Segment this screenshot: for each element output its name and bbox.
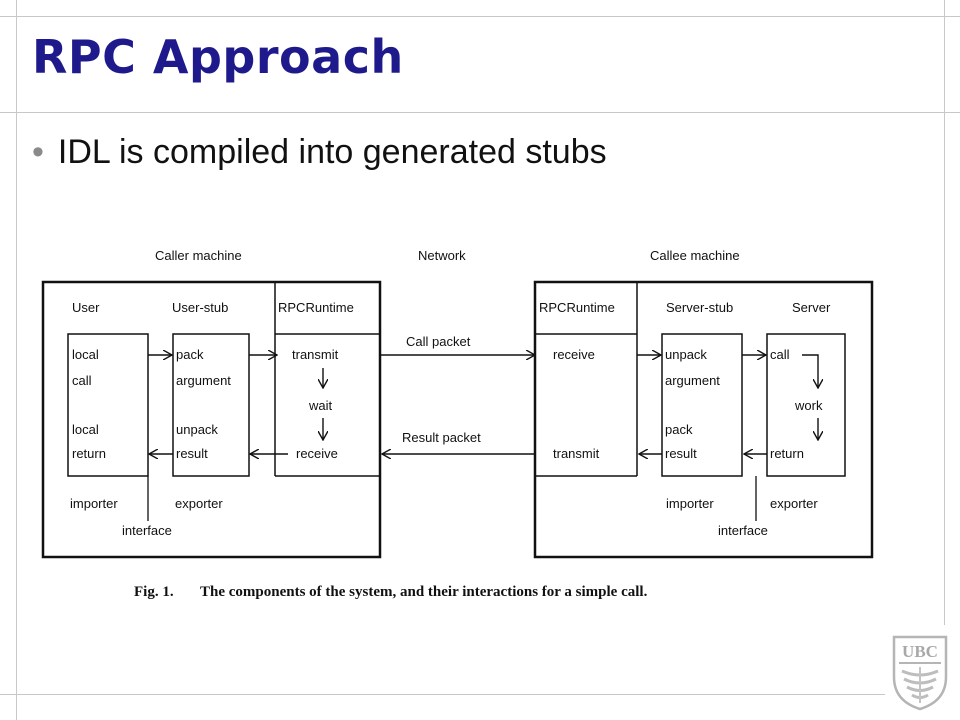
callee-machine-label: Callee machine [650, 248, 740, 263]
ubc-crest-icon: UBC [892, 635, 948, 711]
ubc-logo: UBC [890, 633, 950, 711]
frame-right-line [944, 0, 945, 625]
server-stub-column-box [661, 333, 743, 477]
bullet-dot-icon: • [32, 133, 44, 171]
server-stub-label: Server-stub [666, 300, 733, 315]
server-label: Server [792, 300, 831, 315]
bullet-text: IDL is compiled into generated stubs [57, 133, 607, 171]
rpc-components-diagram: Caller machine Network Callee machine Us… [30, 238, 890, 618]
server-stub-unpack-text: unpack [665, 347, 707, 362]
caller-machine-label: Caller machine [155, 248, 242, 263]
caller-user-stub-label: User-stub [172, 300, 228, 315]
user-local-text: local [72, 347, 99, 362]
server-return-text: return [770, 446, 804, 461]
server-stub-argument-text: argument [665, 373, 720, 388]
caller-exporter-text: exporter [175, 496, 223, 511]
diagram-canvas: Caller machine Network Callee machine Us… [41, 248, 874, 600]
ubc-logo-text: UBC [902, 642, 938, 661]
frame-title-underline [0, 112, 960, 113]
frame-left-line [16, 0, 17, 720]
user-return-text: return [72, 446, 106, 461]
stub-pack-text: pack [176, 347, 204, 362]
caller-receive-text: receive [296, 446, 338, 461]
stub-unpack-text: unpack [176, 422, 218, 437]
stub-result-text: result [176, 446, 208, 461]
server-work-text: work [794, 398, 823, 413]
callee-runtime-label: RPCRuntime [539, 300, 615, 315]
caller-interface-text: interface [122, 523, 172, 538]
caller-transmit-text: transmit [292, 347, 339, 362]
callee-exporter-text: exporter [770, 496, 818, 511]
user-stub-column-box [172, 333, 250, 477]
user-local2-text: local [72, 422, 99, 437]
caller-machine-box [41, 280, 382, 559]
server-stub-result-text: result [665, 446, 697, 461]
server-stub-pack-text: pack [665, 422, 693, 437]
callee-machine-box [533, 280, 874, 559]
caller-wait-text: wait [308, 398, 333, 413]
callee-transmit-text: transmit [553, 446, 600, 461]
result-packet-label: Result packet [402, 430, 481, 445]
frame-top-line [0, 16, 960, 17]
call-packet-label: Call packet [406, 334, 471, 349]
user-call-text: call [72, 373, 92, 388]
frame-bottom-line [0, 694, 885, 695]
user-column-box [67, 333, 149, 477]
network-label: Network [418, 248, 466, 263]
callee-interface-text: interface [718, 523, 768, 538]
callee-importer-text: importer [666, 496, 714, 511]
figure-caption: The components of the system, and their … [200, 584, 648, 600]
caller-runtime-label: RPCRuntime [278, 300, 354, 315]
server-column-box [766, 333, 846, 477]
callee-receive-text: receive [553, 347, 595, 362]
server-call-text: call [770, 347, 790, 362]
bullet-item: • IDL is compiled into generated stubs [32, 133, 607, 172]
caller-importer-text: importer [70, 496, 118, 511]
figure-label: Fig. 1. [134, 584, 174, 600]
stub-argument-text: argument [176, 373, 231, 388]
slide-title: RPC Approach [32, 30, 404, 84]
caller-user-label: User [72, 300, 100, 315]
